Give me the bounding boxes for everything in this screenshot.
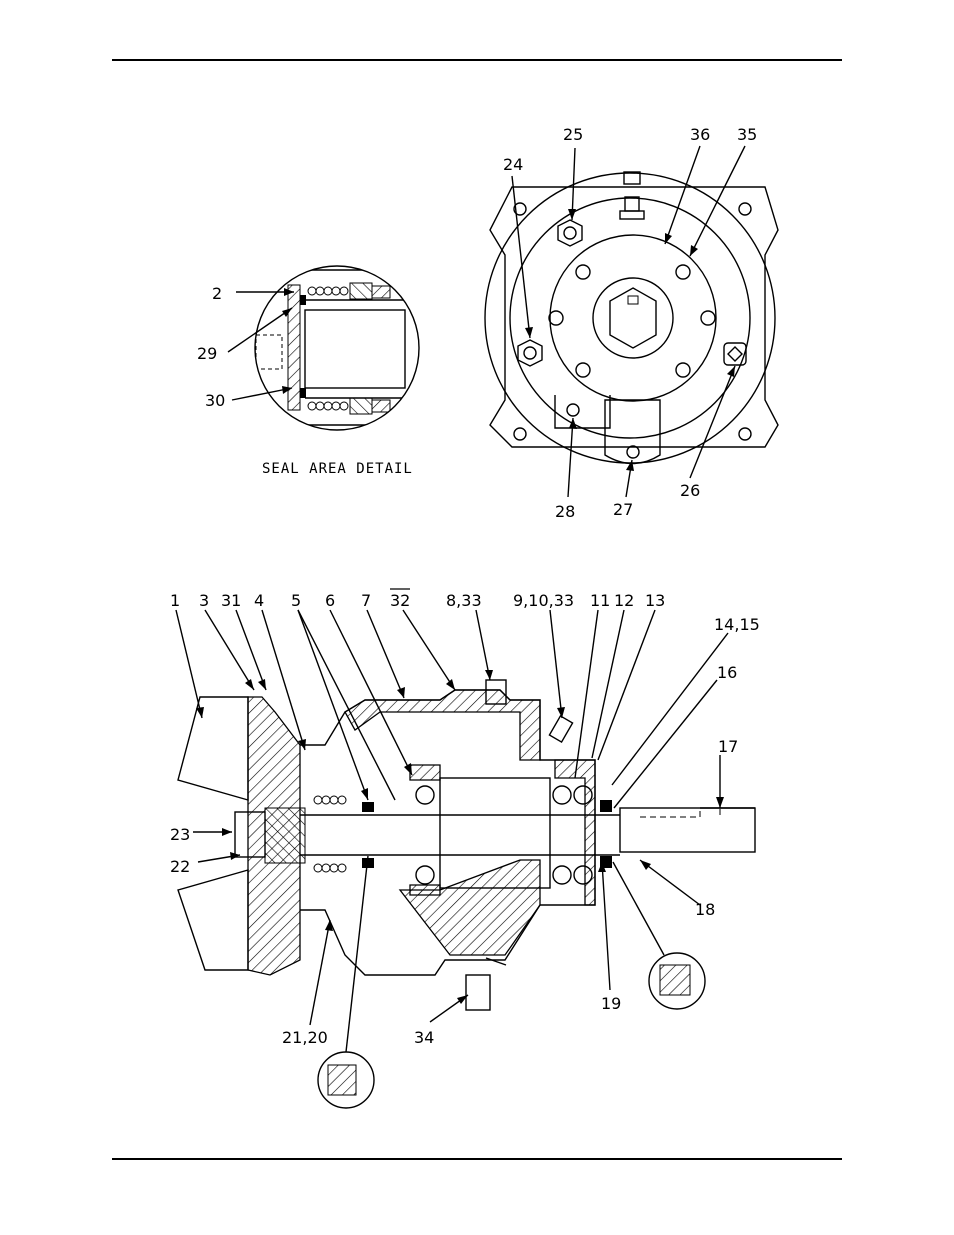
callout-32: 32 bbox=[390, 591, 410, 610]
pump-end-view bbox=[485, 146, 778, 497]
callout-4: 4 bbox=[254, 591, 264, 610]
callout-14-15: 14,15 bbox=[714, 615, 760, 634]
callout-22: 22 bbox=[170, 857, 190, 876]
callout-29: 29 bbox=[197, 344, 217, 363]
callout-36: 36 bbox=[690, 125, 710, 144]
callout-23: 23 bbox=[170, 825, 190, 844]
callout-7: 7 bbox=[361, 591, 371, 610]
callout-19: 19 bbox=[601, 994, 621, 1013]
callout-12: 12 bbox=[614, 591, 634, 610]
callout-2: 2 bbox=[212, 284, 222, 303]
callout-9-10-33: 9,10,33 bbox=[513, 591, 574, 610]
callout-28: 28 bbox=[555, 502, 575, 521]
pump-section-view bbox=[176, 610, 755, 1108]
callout-17: 17 bbox=[718, 737, 738, 756]
callout-30: 30 bbox=[205, 391, 225, 410]
callout-6: 6 bbox=[325, 591, 335, 610]
callout-18: 18 bbox=[695, 900, 715, 919]
callout-21-20: 21,20 bbox=[282, 1028, 328, 1047]
callout-31: 31 bbox=[221, 591, 241, 610]
seal-area-detail bbox=[228, 266, 420, 430]
callout-24: 24 bbox=[503, 155, 523, 174]
callout-8-33: 8,33 bbox=[446, 591, 482, 610]
callout-25: 25 bbox=[563, 125, 583, 144]
callout-13: 13 bbox=[645, 591, 665, 610]
callout-11: 11 bbox=[590, 591, 610, 610]
callout-35: 35 bbox=[737, 125, 757, 144]
callout-5: 5 bbox=[291, 591, 301, 610]
callout-27: 27 bbox=[613, 500, 633, 519]
callout-26: 26 bbox=[680, 481, 700, 500]
callout-3: 3 bbox=[199, 591, 209, 610]
callout-34: 34 bbox=[414, 1028, 434, 1047]
callout-16: 16 bbox=[717, 663, 737, 682]
seal-detail-caption: SEAL AREA DETAIL bbox=[262, 461, 413, 477]
callout-1: 1 bbox=[170, 591, 180, 610]
